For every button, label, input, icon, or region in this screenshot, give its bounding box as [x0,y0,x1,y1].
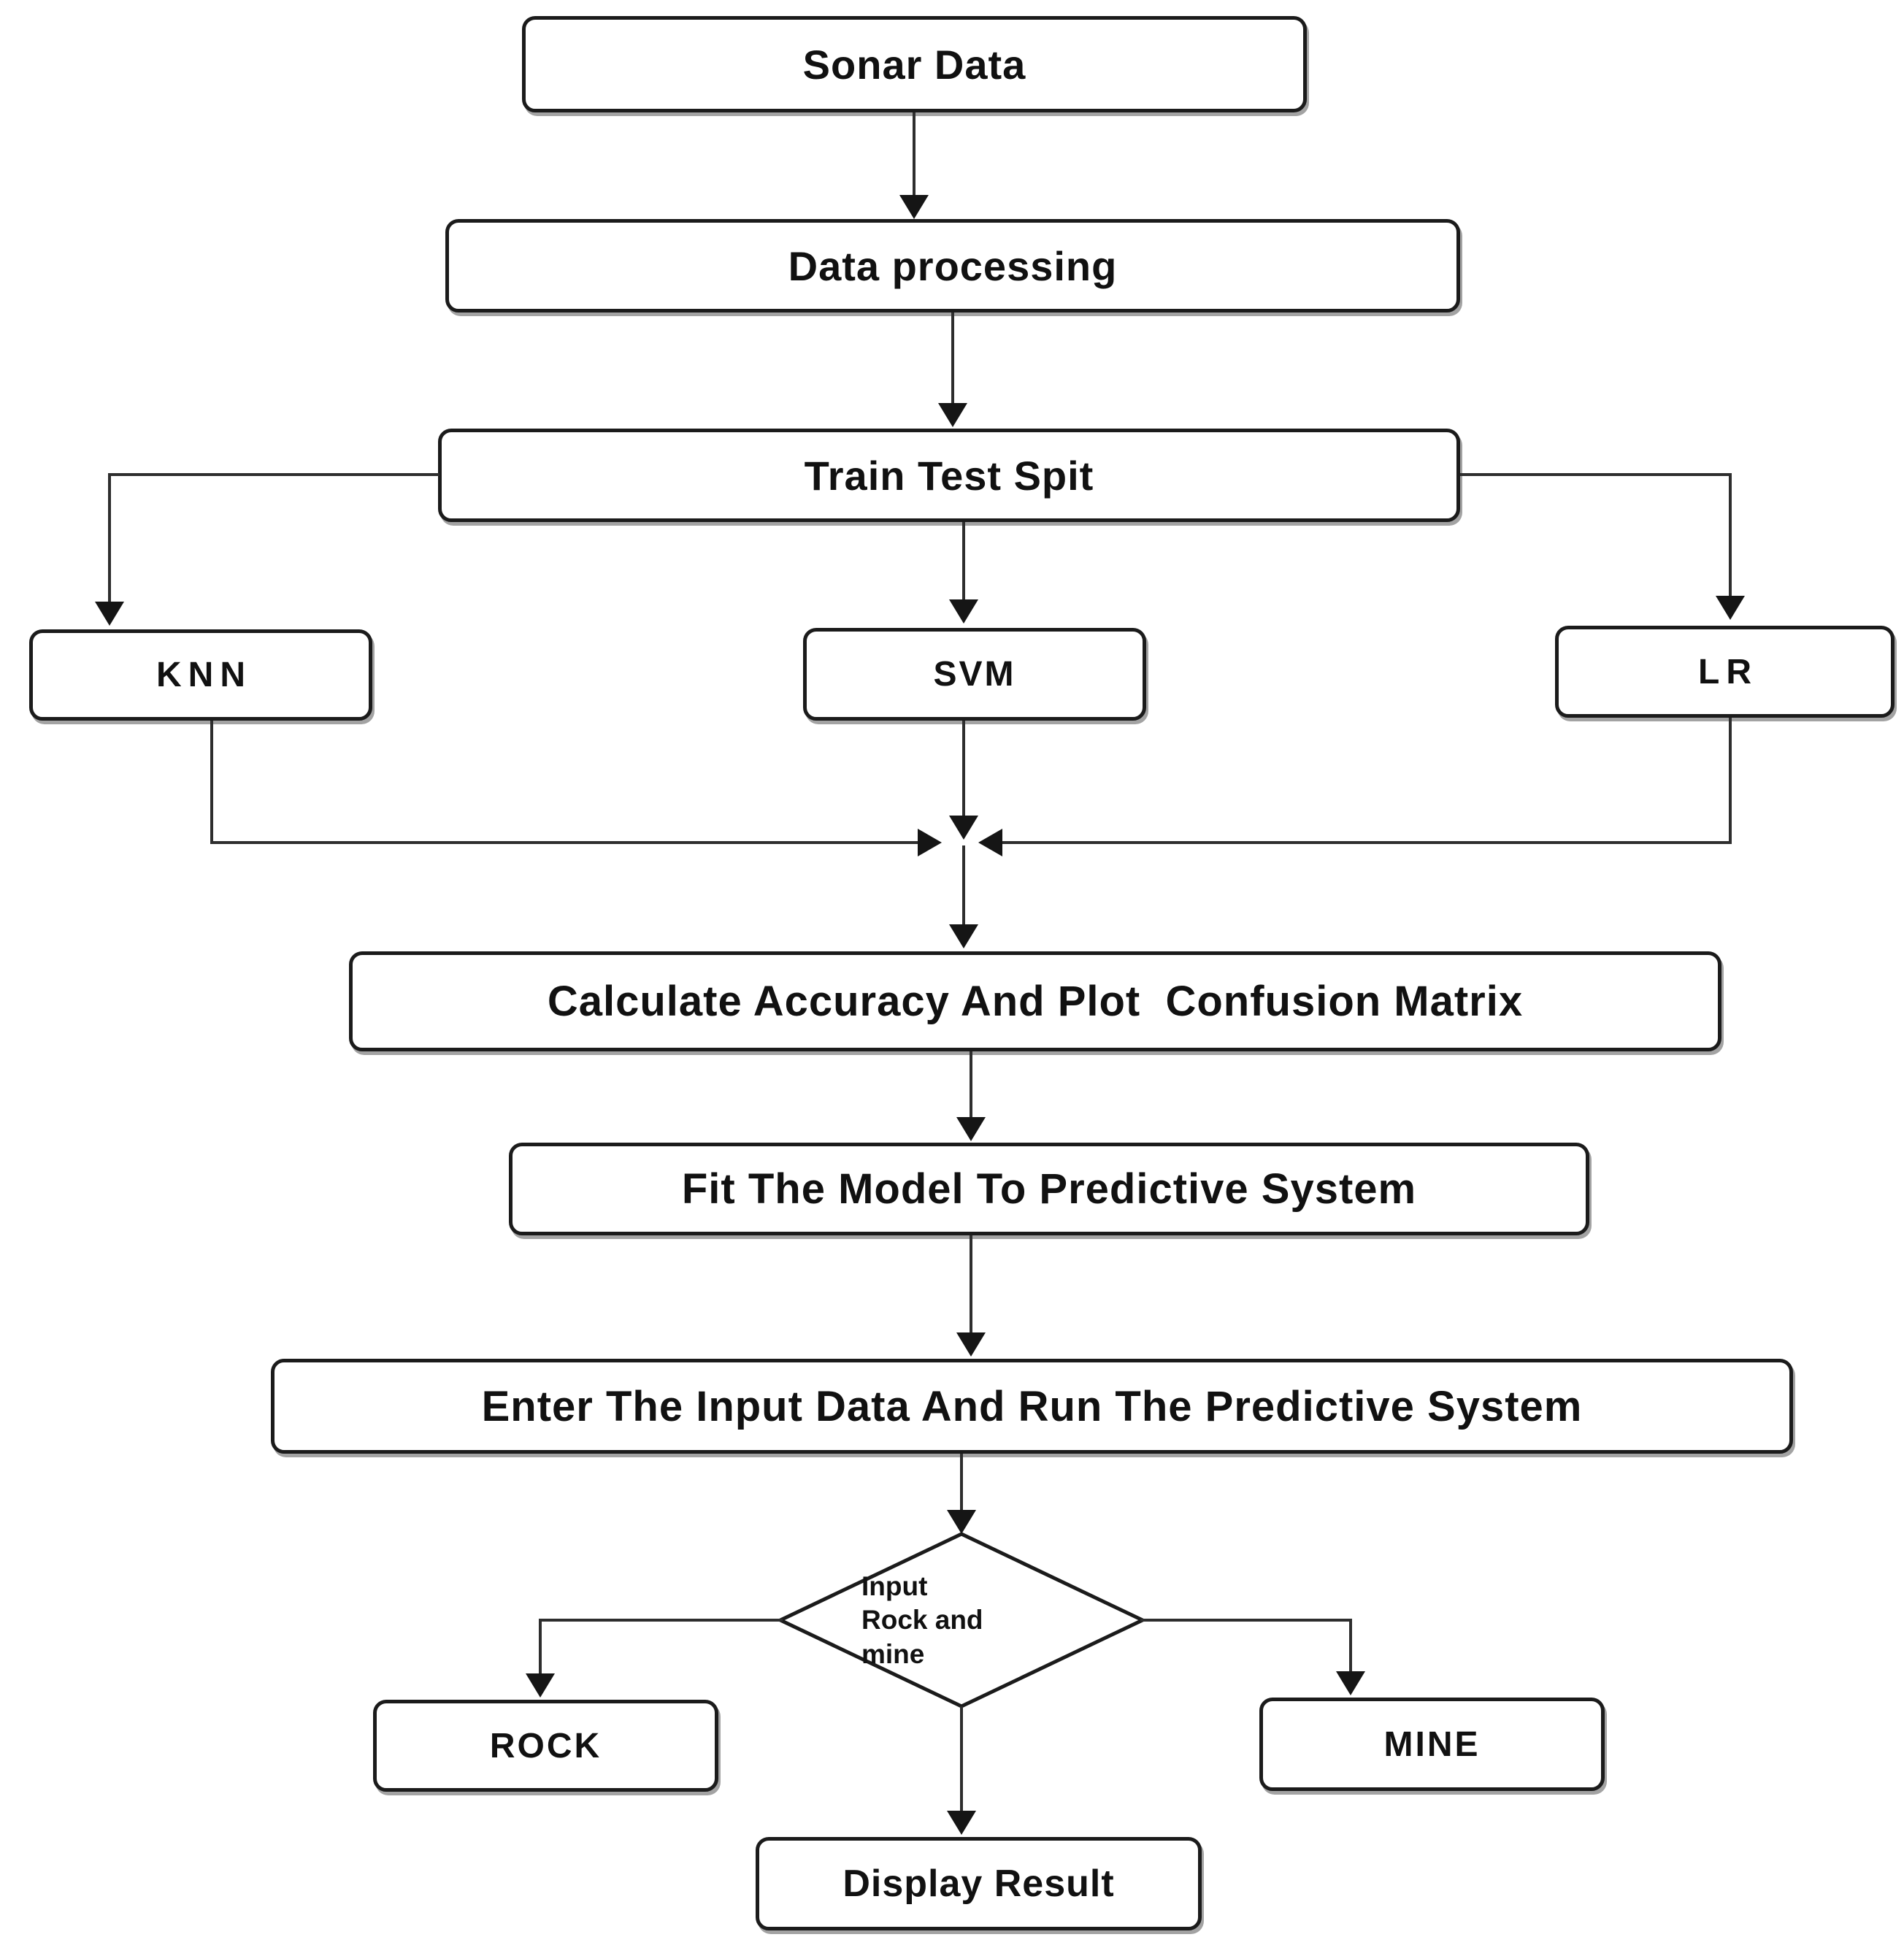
node-fit-model: Fit The Model To Predictive System [509,1143,1589,1235]
edge-knn-merge-arrowhead [918,829,942,856]
edge-knn-merge-hline [210,841,922,844]
edge-split-svm-arrowhead [949,599,978,624]
node-lr: LR [1555,626,1895,718]
edge-fit-enter-arrowhead [956,1332,986,1357]
node-sonar-data-label: Sonar Data [802,41,1026,88]
node-rock: ROCK [373,1700,718,1792]
edge-calc-fit-line [970,1051,972,1119]
edge-enter-decision-arrowhead [947,1510,976,1534]
edge-decision-mine-arrowhead [1336,1671,1365,1695]
edge-calc-fit-arrowhead [956,1117,986,1141]
decision-line-3: mine [861,1638,925,1669]
edge-decision-mine-hline [1140,1619,1352,1622]
edge-merge-calc-arrowhead [949,924,978,948]
node-fit-model-label: Fit The Model To Predictive System [681,1165,1417,1213]
node-rock-label: ROCK [489,1726,602,1765]
node-mine: MINE [1259,1698,1605,1791]
edge-split-svm-line [962,522,965,601]
edge-decision-rock-arrowhead [526,1673,555,1698]
node-data-processing: Data processing [445,219,1460,312]
node-mine-label: MINE [1383,1725,1481,1764]
decision-line-2: Rock and [861,1605,983,1635]
node-calculate-accuracy-label: Calculate Accuracy And Plot Confusion Ma… [547,978,1524,1025]
edge-processing-split-arrowhead [938,403,967,427]
edge-lr-merge-arrowhead [978,829,1002,856]
node-data-processing-label: Data processing [788,242,1118,289]
node-enter-input-data: Enter The Input Data And Run The Predict… [271,1359,1793,1454]
edge-decision-mine-vline [1349,1619,1352,1676]
edge-processing-split-line [951,312,954,404]
edge-sonar-processing-arrowhead [899,195,929,219]
edge-svm-merge-arrowhead [949,816,978,840]
edge-sonar-processing-line [913,112,915,197]
node-display-result: Display Result [756,1837,1202,1930]
edge-lr-merge-hline [989,841,1730,844]
edge-fit-enter-line [970,1235,972,1334]
node-svm: SVM [803,628,1146,721]
decision-line-1: Input [861,1571,928,1601]
node-calculate-accuracy: Calculate Accuracy And Plot Confusion Ma… [349,951,1721,1051]
edge-decision-display-arrowhead [947,1811,976,1835]
edge-split-lr-vline [1729,473,1732,597]
edge-split-knn-vline [108,473,111,603]
edge-enter-decision-line [960,1454,963,1512]
node-svm-label: SVM [933,655,1016,694]
edge-split-knn-hline [110,473,439,476]
node-display-result-label: Display Result [842,1863,1115,1905]
edge-decision-rock-hline [539,1619,783,1622]
node-sonar-data: Sonar Data [522,16,1307,112]
edge-split-knn-arrowhead [95,602,124,626]
edge-split-lr-arrowhead [1716,596,1745,620]
edge-decision-display-line [960,1706,963,1812]
edge-decision-rock-vline [539,1619,542,1677]
node-knn: KNN [29,629,372,721]
edge-lr-merge-vline [1729,718,1732,844]
node-train-test-split: Train Test Spit [438,429,1460,522]
edge-svm-merge-vline [962,721,965,817]
edge-knn-merge-vline [210,721,213,844]
node-knn-label: KNN [156,656,252,694]
decision-diamond-label: Input Rock and mine [861,1570,1080,1671]
edge-merge-calc-line [962,845,965,926]
edge-split-lr-hline [1460,473,1732,476]
node-lr-label: LR [1698,652,1758,691]
node-enter-input-data-label: Enter The Input Data And Run The Predict… [481,1382,1583,1430]
node-train-test-split-label: Train Test Spit [804,452,1094,499]
